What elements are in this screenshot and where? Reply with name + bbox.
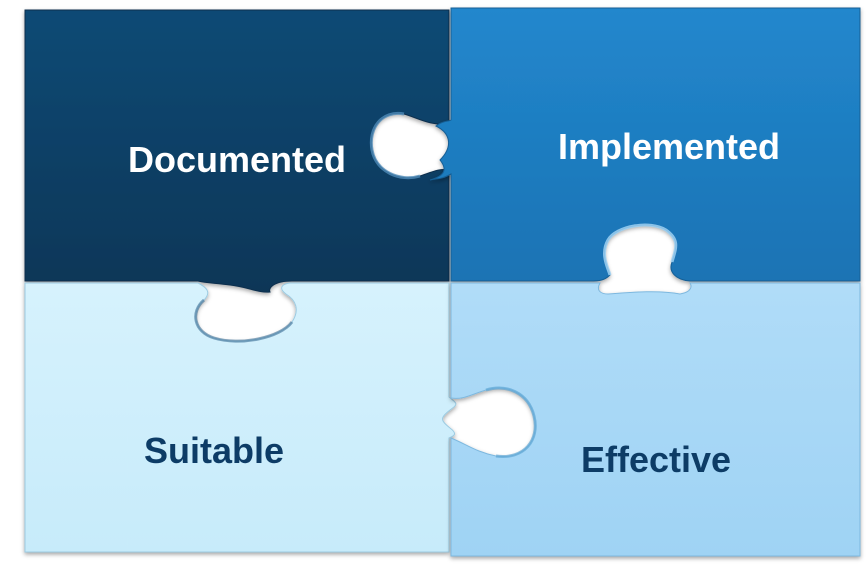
piece-effective — [450, 282, 861, 557]
label-effective: Effective — [581, 439, 731, 480]
knob-highlight-suitable — [194, 298, 294, 343]
knob-highlight-implemented — [603, 223, 678, 276]
piece-suitable — [24, 282, 457, 553]
label-documented: Documented — [128, 139, 346, 180]
knob-highlight-effective — [485, 386, 537, 458]
label-implemented: Implemented — [558, 126, 780, 167]
label-suitable: Suitable — [144, 430, 284, 471]
knob-highlight-documented — [369, 111, 421, 180]
